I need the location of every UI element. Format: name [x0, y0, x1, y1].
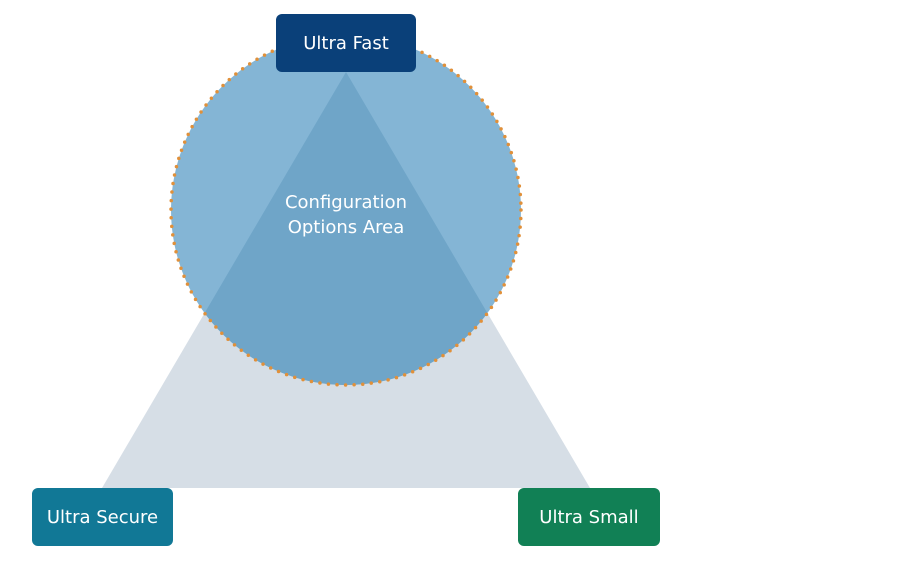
vertex-ultra-small: Ultra Small	[518, 488, 660, 546]
vertex-label: Ultra Secure	[46, 506, 159, 528]
vertex-ultra-secure: Ultra Secure	[32, 488, 173, 546]
vertex-label: Ultra Small	[539, 506, 639, 528]
center-label-line2: Options Area	[287, 217, 405, 238]
center-label: Configuration Options Area	[246, 190, 446, 240]
vertex-ultra-fast: Ultra Fast	[276, 14, 416, 72]
center-label-line1: Configuration	[284, 192, 408, 213]
vertex-label: Ultra Fast	[303, 32, 389, 54]
